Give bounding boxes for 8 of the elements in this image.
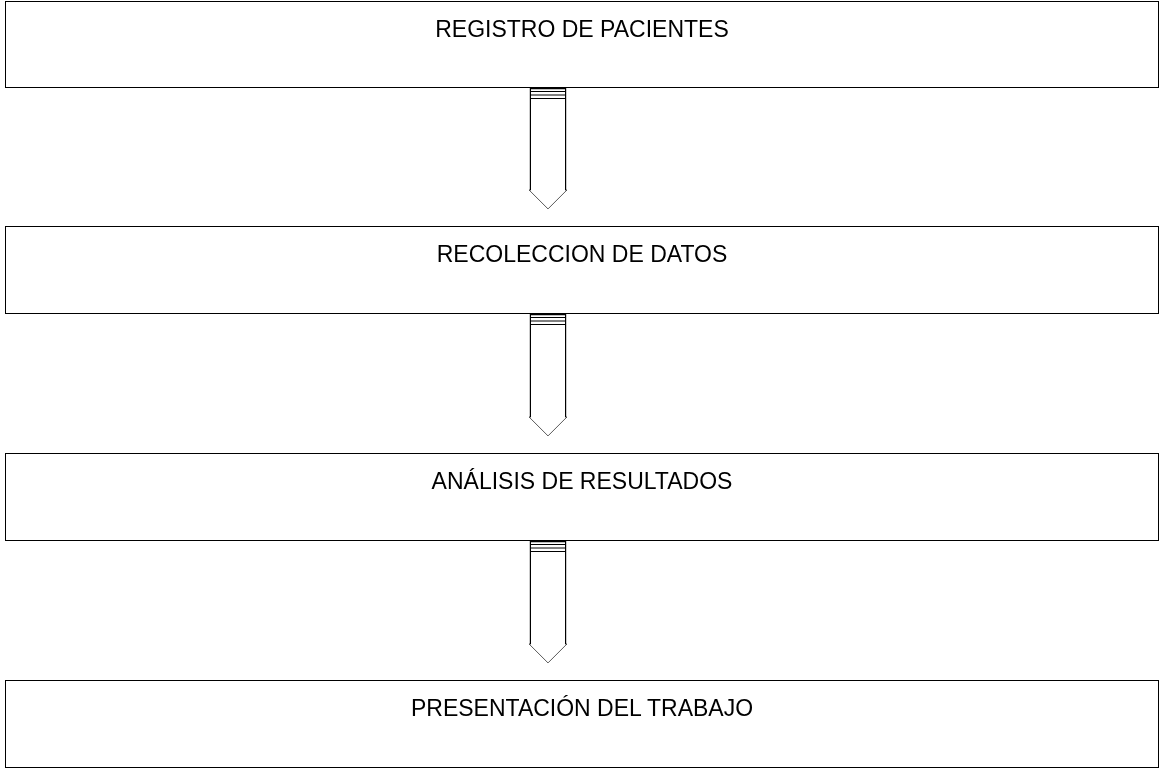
box-label: RECOLECCION DE DATOS — [435, 241, 729, 268]
box-label: PRESENTACIÓN DEL TRABAJO — [409, 695, 755, 722]
box-label: ANÁLISIS DE RESULTADOS — [430, 468, 734, 495]
process-box — [5, 680, 1159, 768]
box-label: REGISTRO DE PACIENTES — [434, 16, 730, 43]
process-box — [5, 1, 1159, 88]
process-box — [5, 453, 1159, 541]
process-box — [5, 226, 1159, 314]
